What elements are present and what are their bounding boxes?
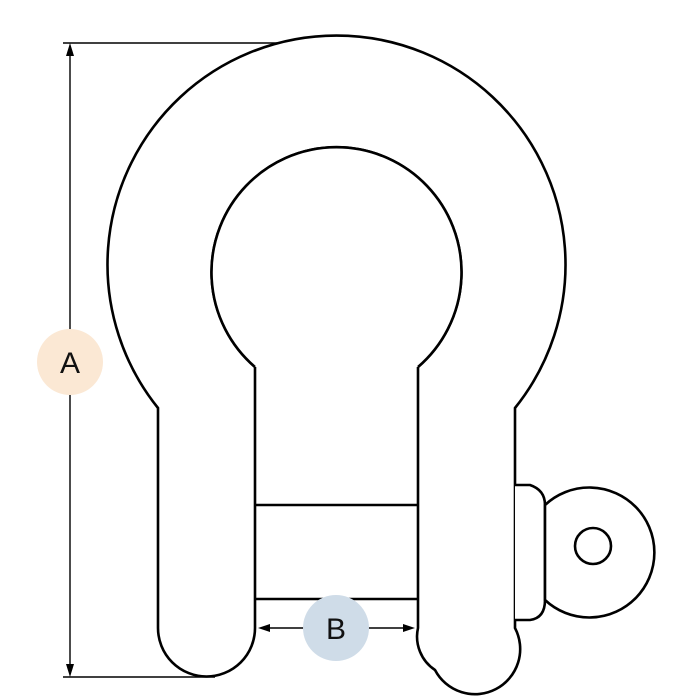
width-arrow-right	[403, 624, 415, 632]
badge-b: B	[303, 595, 369, 661]
badge-b-circle	[303, 595, 369, 661]
pin-collar	[515, 483, 547, 622]
badge-a-label: A	[60, 347, 80, 380]
pin-eye	[543, 486, 656, 619]
shackle-bow-inner	[210, 145, 463, 368]
height-arrow-bottom	[66, 664, 74, 677]
height-arrow-top	[66, 43, 74, 56]
pin-eye-hole	[573, 526, 613, 566]
badge-b-label: B	[326, 613, 346, 646]
badge-a: A	[37, 329, 103, 395]
cross-bar	[255, 503, 418, 601]
width-arrow-left	[258, 624, 270, 632]
badge-a-circle	[37, 329, 103, 395]
width-dimension	[258, 624, 415, 632]
